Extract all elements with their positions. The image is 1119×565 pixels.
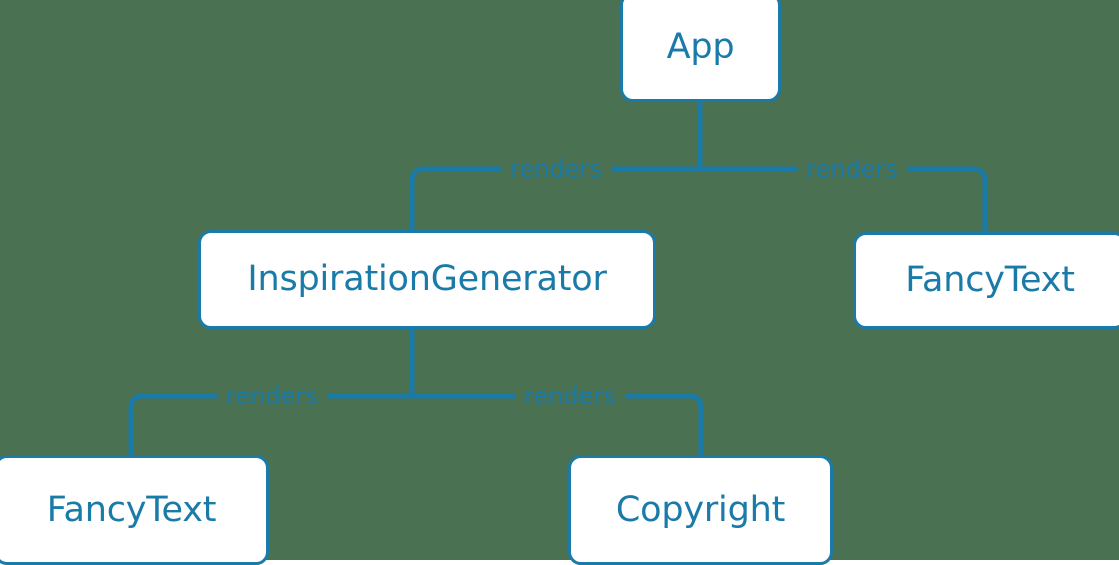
node-copyright[interactable]: Copyright — [568, 455, 833, 565]
edge-app-to-inspiration-generator — [409, 97, 703, 234]
edge-label-app-to-inspiration-generator: renders — [501, 157, 611, 181]
edge-label-inspiration-to-copyright: renders — [515, 384, 625, 408]
node-label-copyright: Copyright — [615, 489, 786, 530]
node-label-fancytext-bottom: FancyText — [46, 489, 217, 530]
edge-app-to-fancytext-right — [697, 166, 988, 235]
edge-label-app-to-fancytext-right: renders — [797, 157, 907, 181]
edge-label-inspiration-to-fancytext: renders — [217, 384, 327, 408]
node-label-inspiration-generator: InspirationGenerator — [247, 259, 607, 299]
node-fancytext-right[interactable]: FancyText — [853, 232, 1119, 329]
edge-inspiration-to-copyright — [409, 393, 704, 459]
node-label-fancytext-right: FancyText — [905, 260, 1075, 300]
node-label-app: App — [666, 26, 735, 67]
node-fancytext-bottom[interactable]: FancyText — [0, 455, 269, 565]
node-inspiration-generator[interactable]: InspirationGenerator — [198, 230, 656, 329]
node-app[interactable]: App — [620, 0, 781, 102]
edge-inspiration-to-fancytext — [128, 326, 415, 459]
